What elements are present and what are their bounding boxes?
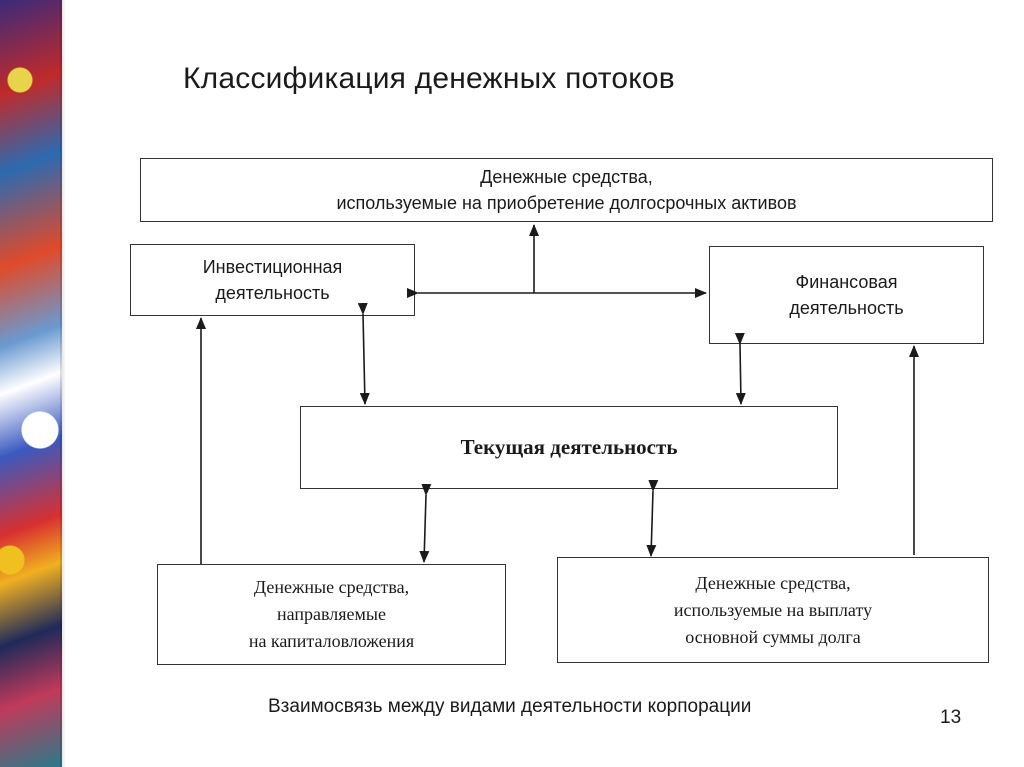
arrow-financial-current [734,332,746,405]
box-long-term-assets-line2: используемые на приобретение долгосрочны… [336,193,797,213]
box-current-line1: Текущая деятельность [460,435,678,459]
box-capital-investment-line3: на капиталовложения [248,631,415,651]
box-capital-investment: Денежные средства, направляемые на капит… [157,564,506,665]
arrow-current-capital [419,483,432,563]
arrow-investment-current [357,302,370,405]
decorative-side-image [0,0,66,767]
slide-title: Классификация денежных потоков [183,62,675,95]
box-debt-repayment: Денежные средства, используемые на выпла… [557,557,989,663]
box-debt-repayment-line2: используемые на выплату [673,599,873,620]
box-debt-repayment-line1: Денежные средства, [695,572,851,593]
box-long-term-assets-line1: Денежные средства, [480,167,653,187]
page-number: 13 [940,707,962,728]
box-long-term-assets: Денежные средства, используемые на приоб… [140,158,993,222]
slide-caption: Взаимосвязь между видами деятельности ко… [268,696,752,717]
box-financial-line2: деятельность [789,298,904,318]
box-current-activity: Текущая деятельность [300,406,838,489]
box-investment-line1: Инвестиционная [202,257,343,277]
box-capital-investment-line2: направляемые [277,604,386,624]
box-debt-repayment-line3: основной суммы долга [685,626,861,647]
box-financial-line1: Финансовая [795,272,898,292]
box-capital-investment-line1: Денежные средства, [253,577,410,597]
arrow-current-debt [646,479,659,557]
box-financial-activity: Финансовая деятельность [709,246,984,344]
box-investment-line2: деятельность [215,283,330,303]
